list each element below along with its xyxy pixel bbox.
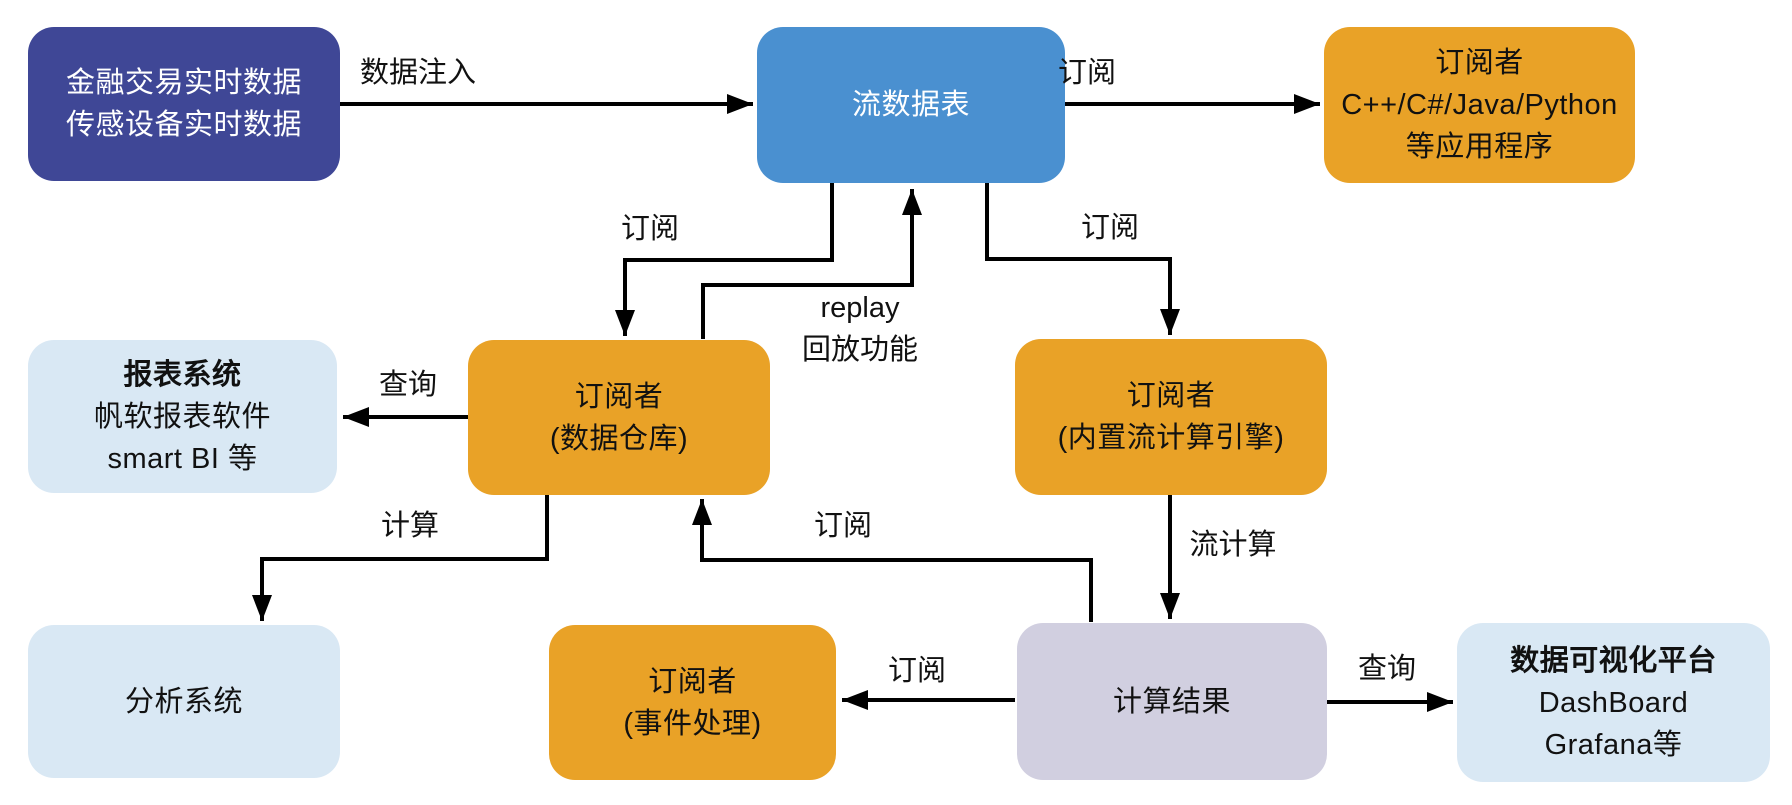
node-subscriber-event-processing: 订阅者 (事件处理) [549, 625, 836, 780]
edge-label-query-viz: 查询 [1357, 653, 1417, 685]
node-title: 数据可视化平台 [1510, 644, 1717, 677]
edge-subscribe-from-results [692, 499, 1093, 622]
edge-label-inject: 数据注入 [359, 57, 477, 89]
edge-label-subscribe-warehouse: 订阅 [620, 213, 680, 245]
edge-subscribe-engine [985, 183, 1180, 335]
node-realtime-data-sources: 金融交易实时数据 传感设备实时数据 [28, 27, 340, 181]
node-text: (数据仓库) [549, 422, 689, 455]
edge-label-query-report: 查询 [378, 369, 438, 401]
edge-replay [701, 189, 922, 339]
node-text: 流数据表 [851, 89, 970, 121]
node-text: 帆软报表软件 [93, 400, 271, 433]
node-text: Grafana等 [1544, 728, 1683, 761]
node-subscriber-applications: 订阅者 C++/C#/Java/Python 等应用程序 [1324, 27, 1635, 183]
edge-compute [252, 495, 549, 621]
edge-label-stream-compute: 流计算 [1189, 529, 1277, 561]
edge-label-subscribe-engine: 订阅 [1080, 212, 1140, 244]
node-text: 订阅者 [574, 380, 664, 413]
node-text: (事件处理) [623, 707, 762, 740]
node-text: 分析系统 [124, 685, 243, 718]
node-text: 传感设备实时数据 [65, 109, 302, 141]
node-text: 订阅者 [1435, 47, 1524, 79]
node-text: (内置流计算引擎) [1057, 422, 1285, 454]
edge-label-subscribe-from-results: 订阅 [813, 510, 873, 542]
node-text: 订阅者 [648, 665, 737, 698]
edge-label-replay: replay 回放功能 [802, 287, 918, 371]
node-title: 报表系统 [123, 358, 242, 391]
node-text: DashBoard [1538, 686, 1689, 719]
node-subscriber-stream-engine: 订阅者 (内置流计算引擎) [1015, 339, 1327, 495]
node-analysis-system: 分析系统 [28, 625, 340, 778]
node-text: 等应用程序 [1405, 131, 1554, 163]
edge-label-compute: 计算 [380, 510, 440, 542]
node-text: C++/C#/Java/Python [1341, 89, 1618, 121]
node-stream-table: 流数据表 [757, 27, 1065, 183]
node-subscriber-data-warehouse: 订阅者 (数据仓库) [468, 340, 770, 495]
node-text: 计算结果 [1112, 685, 1231, 718]
edge-label-subscribe-events: 订阅 [887, 655, 947, 687]
node-compute-results: 计算结果 [1017, 623, 1327, 780]
edge-label-replay-line2: 回放功能 [801, 334, 919, 366]
edge-label-replay-line1: replay [820, 292, 900, 324]
edge-subscribe-warehouse [615, 183, 834, 336]
node-text: smart BI 等 [107, 442, 258, 475]
node-text: 金融交易实时数据 [65, 67, 302, 99]
node-data-visualization: 数据可视化平台 DashBoard Grafana等 [1457, 623, 1770, 782]
edge-label-subscribe-apps: 订阅 [1057, 57, 1117, 89]
node-report-system: 报表系统 帆软报表软件 smart BI 等 [28, 340, 337, 493]
node-text: 订阅者 [1126, 380, 1216, 412]
